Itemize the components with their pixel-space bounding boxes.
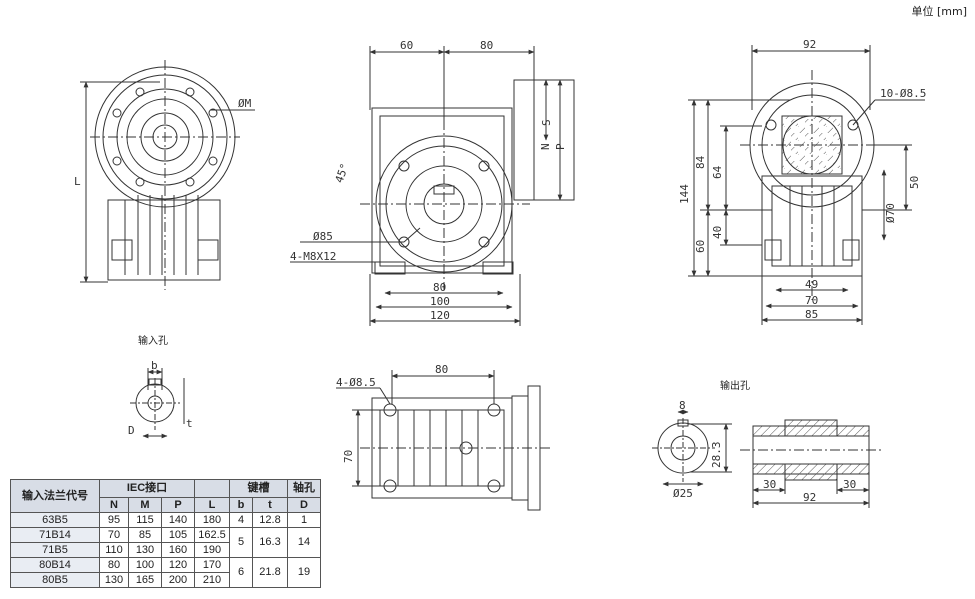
dim-30-left: 30 [763, 478, 776, 491]
dim-80-top: 80 [480, 39, 493, 52]
dim-100: 100 [430, 295, 450, 308]
dim-64: 64 [711, 165, 724, 179]
label-phi25: Ø25 [673, 487, 693, 500]
label-45deg: 45° [333, 162, 352, 185]
label-N: N [539, 143, 552, 150]
label-output-bore: 输出孔 [720, 379, 750, 392]
dim-92-shaft: 92 [803, 491, 816, 504]
dim-50: 50 [908, 176, 921, 189]
dim-70-side: 70 [805, 294, 818, 307]
shaft-section-view [740, 419, 882, 508]
label-P: P [554, 143, 567, 150]
subheader-L: L [194, 497, 230, 513]
header-bore: 轴孔 [287, 479, 321, 498]
label-phiM: ØM [238, 97, 252, 110]
subheader-b: b [229, 497, 253, 513]
label-m8: 4-M8X12 [290, 250, 336, 263]
subheader-M: M [128, 497, 162, 513]
input-bore-view [130, 368, 185, 439]
dim-85: 85 [805, 308, 818, 321]
output-bore-view [652, 409, 732, 487]
label-phi85: Ø85 [313, 230, 333, 243]
label-phi70: Ø70 [884, 203, 897, 223]
dim-120: 120 [430, 309, 450, 322]
dim-70-top-view: 70 [342, 450, 355, 463]
table-row: 71B5 110 130 160 190 [10, 542, 321, 558]
label-t: t [186, 417, 193, 430]
unit-label: 单位 [mm] [911, 5, 967, 18]
dim-49: 49 [805, 278, 818, 291]
label-D: D [128, 424, 135, 437]
dim-80-front: 80 [433, 281, 446, 294]
label-S: S [540, 119, 553, 126]
subheader-N: N [99, 497, 129, 513]
label-b: b [151, 359, 158, 372]
input-side-view [80, 60, 255, 290]
flange-spec-table: 输入法兰代号 IEC接口 键槽 轴孔 N M P L b t D 63B5 95… [10, 479, 321, 588]
dim-28-3: 28.3 [710, 442, 723, 469]
header-code: 输入法兰代号 [10, 479, 100, 513]
subheader-D: D [287, 497, 321, 513]
dim-8: 8 [679, 399, 686, 412]
label-L: L [74, 175, 81, 188]
output-side-view [688, 45, 925, 325]
label-holes-bottom: 4-Ø8.5 [336, 376, 376, 389]
dim-30-right: 30 [843, 478, 856, 491]
dim-60-side: 60 [694, 240, 707, 253]
dim-144: 144 [678, 184, 691, 204]
dim-84: 84 [694, 155, 707, 169]
header-iec: IEC接口 [99, 479, 195, 498]
dim-40: 40 [711, 226, 724, 239]
dim-80-top-view: 80 [435, 363, 448, 376]
label-holes-top: 10-Ø8.5 [880, 87, 926, 100]
label-input-bore: 输入孔 [138, 334, 168, 347]
table-row: 71B14 70 85 105 162.5 5 16.3 14 [10, 527, 321, 558]
top-view [336, 370, 550, 511]
header-key: 键槽 [229, 479, 288, 498]
subheader-t: t [252, 497, 288, 513]
dim-92-top: 92 [803, 38, 816, 51]
table-row: 63B5 95 115 140 180 4 12.8 1 [10, 512, 321, 528]
table-row: 80B14 80 100 120 170 6 21.8 19 [10, 557, 321, 588]
dim-60-top: 60 [400, 39, 413, 52]
front-view [290, 46, 575, 326]
subheader-P: P [161, 497, 195, 513]
table-row: 80B5 130 165 200 210 [10, 572, 321, 588]
